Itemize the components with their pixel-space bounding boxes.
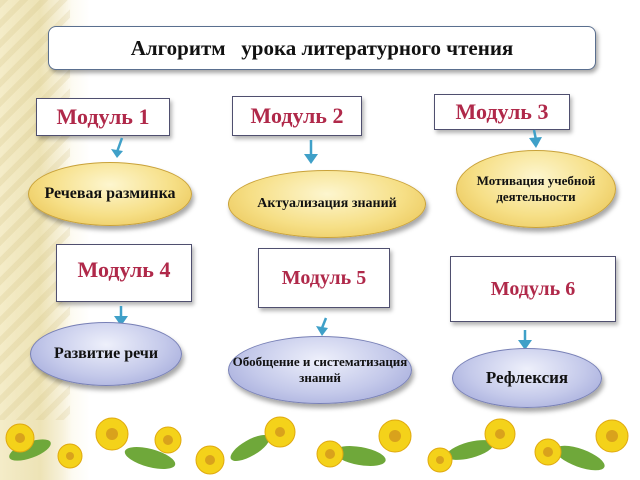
stage-oval-reflection: Рефлексия	[452, 348, 602, 408]
module-6-box: Модуль 6	[450, 256, 616, 322]
arrow-module-6-icon	[518, 330, 532, 350]
stage-oval-speech-warmup: Речевая разминка	[28, 162, 192, 226]
module-5-box: Модуль 5	[258, 248, 390, 308]
module-4-box: Модуль 4	[56, 244, 192, 302]
flower-border-decoration	[5, 416, 629, 475]
stage-oval-speech-development: Развитие речи	[30, 322, 182, 386]
stage-oval-generalization: Обобщение и систематизация знаний	[228, 336, 412, 404]
arrow-module-4-icon	[114, 306, 128, 326]
arrow-module-3-icon	[529, 129, 542, 148]
arrow-module-5-icon	[316, 317, 328, 336]
arrow-module-2-icon	[304, 140, 318, 164]
module-3-box: Модуль 3	[434, 94, 570, 130]
arrow-module-1-icon	[111, 137, 124, 158]
module-2-box: Модуль 2	[232, 96, 362, 136]
module-1-box: Модуль 1	[36, 98, 170, 136]
diagram-title: Алгоритм урока литературного чтения	[48, 26, 596, 70]
stage-oval-knowledge-update: Актуализация знаний	[228, 170, 426, 238]
stage-oval-motivation: Мотивация учебной деятельности	[456, 150, 616, 228]
